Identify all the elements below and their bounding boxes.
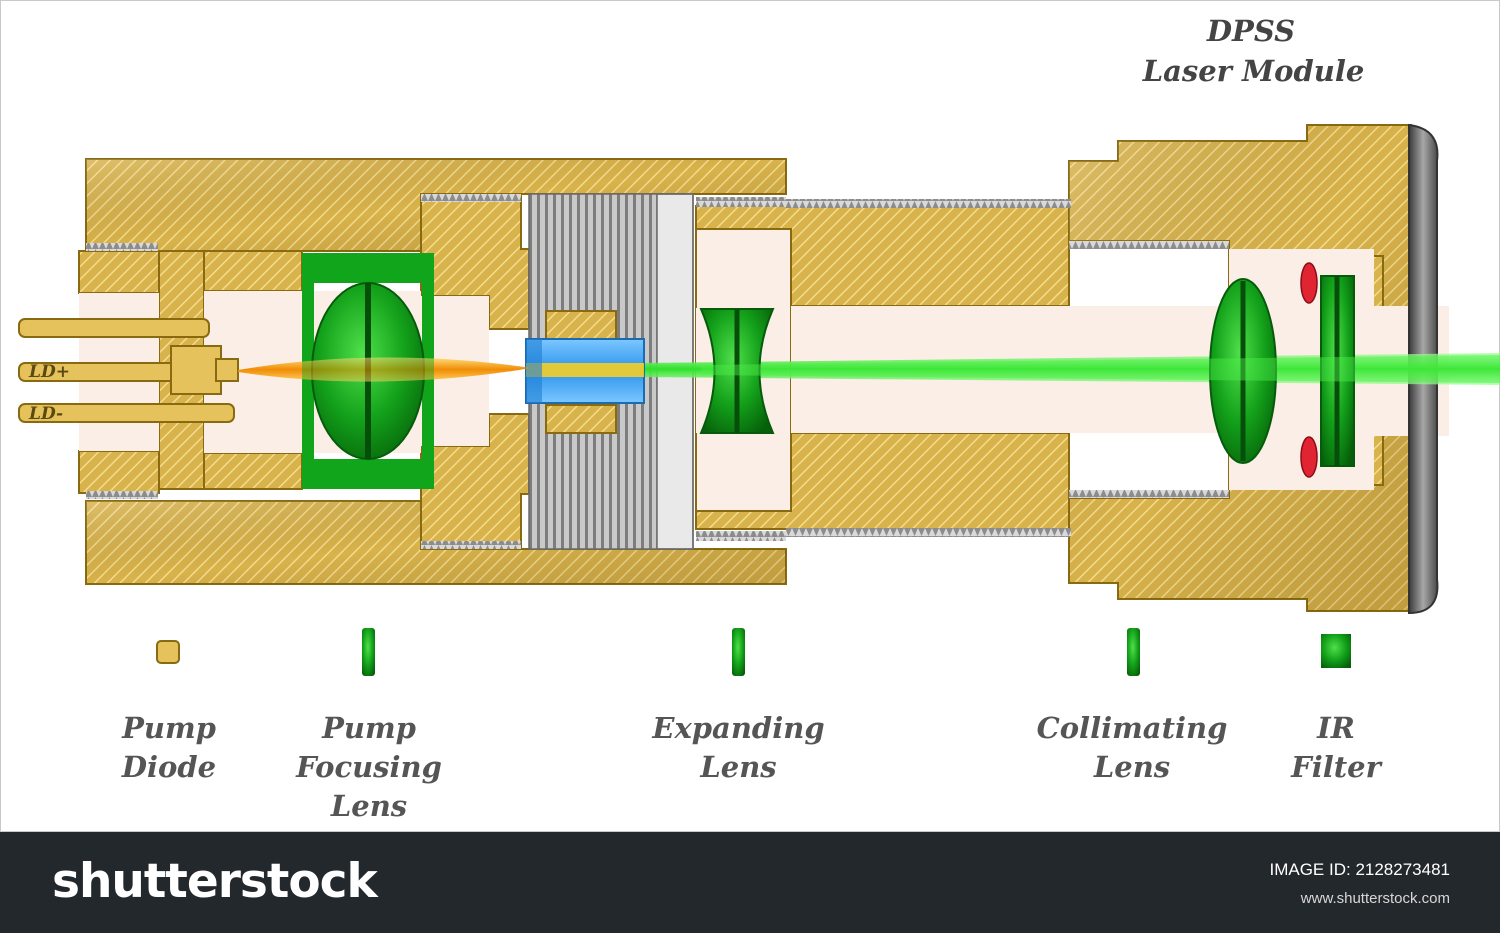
legend-icon-pump-focusing-lens	[362, 628, 375, 676]
legend-icon-ir-filter	[1321, 634, 1351, 668]
legend-icon-collimating-lens	[1127, 628, 1140, 676]
expanding-lens	[699, 308, 775, 434]
pump-diode	[170, 345, 239, 395]
title-line-1: DPSS	[1206, 14, 1296, 48]
label-expanding-lens: Expanding Lens	[641, 709, 836, 787]
label-pump-focusing-lens: Pump Focusing Lens	[289, 709, 449, 826]
label-line: Collimating	[1036, 711, 1228, 745]
pin-label-ld-minus: LD-	[29, 404, 64, 424]
ir-filter	[1320, 275, 1355, 467]
pin-label-ld-plus: LD+	[29, 362, 70, 382]
label-line: Filter	[1291, 750, 1381, 784]
image-id: IMAGE ID: 2128273481	[1269, 860, 1450, 879]
diode-pins	[18, 318, 235, 423]
label-collimating-lens: Collimating Lens	[1026, 709, 1238, 787]
label-line: Expanding	[652, 711, 825, 745]
footer-url[interactable]: www.shutterstock.com	[1300, 890, 1450, 907]
pump-focusing-lens	[238, 253, 531, 489]
threads	[86, 194, 1229, 549]
laser-module-diagram	[18, 123, 1500, 676]
crystal-holder	[545, 310, 617, 434]
label-pump-diode: Pump Diode	[99, 709, 239, 787]
diagram-subtitle: Laser Module	[1131, 51, 1376, 91]
footer-bar: shutterstock IMAGE ID: 2128273481 www.sh…	[0, 832, 1500, 933]
green-beam-overlay	[701, 355, 1500, 383]
collimating-lens	[1209, 278, 1277, 464]
legend-icon-expanding-lens	[732, 628, 745, 676]
label-line: Lens	[700, 750, 777, 784]
diagram-title: DPSS	[1151, 11, 1351, 51]
legend-icons	[156, 628, 1351, 676]
footer-logo[interactable]: shutterstock	[52, 854, 378, 909]
label-line: Lens	[1093, 750, 1171, 784]
label-line: Pump	[122, 711, 216, 745]
label-line: Focusing	[296, 750, 442, 784]
label-line: Diode	[121, 750, 217, 784]
label-ir-filter: IR Filter	[1276, 709, 1396, 787]
label-line: Lens	[330, 789, 408, 823]
label-line: Pump	[322, 711, 416, 745]
o-rings	[1300, 262, 1318, 478]
title-line-2: Laser Module	[1142, 54, 1365, 88]
green-beam	[641, 353, 1500, 385]
laser-crystal	[525, 338, 645, 404]
legend-icon-pump-diode	[156, 640, 180, 664]
label-line: IR	[1317, 711, 1355, 745]
diagram-area: DPSS Laser Module LD+ LD- Pump Diode Pum…	[0, 0, 1500, 832]
